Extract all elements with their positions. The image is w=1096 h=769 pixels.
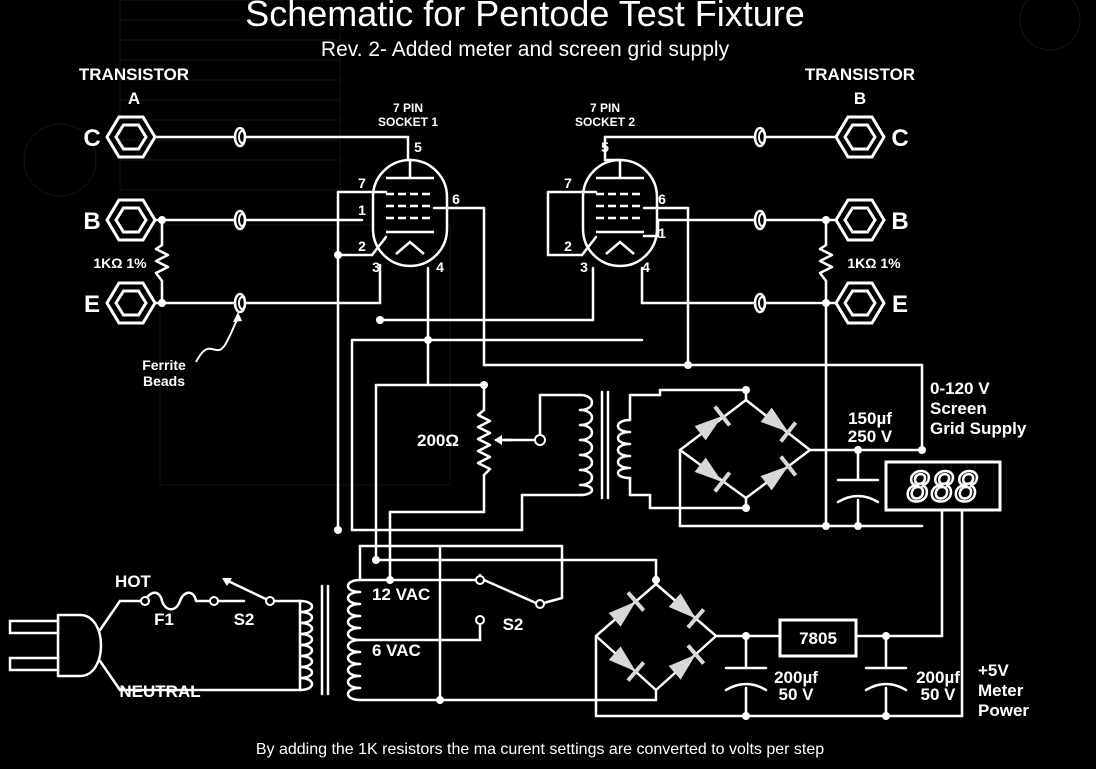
ferrite-bead-b-emitter-icon (753, 292, 767, 314)
fuse-label: F1 (154, 610, 174, 629)
page-subtitle: Rev. 2- Added meter and screen grid supp… (321, 38, 730, 61)
ferrite-arrowhead-icon (233, 312, 242, 322)
meter-power-label-line1: +5V (978, 661, 1009, 680)
terminal-a-e-label: E (84, 291, 100, 318)
neutral-label: NEUTRAL (119, 682, 200, 701)
tube2-pin5-label: 5 (601, 139, 609, 155)
terminal-b-e-label: E (892, 291, 908, 318)
terminal-b-collector-icon (834, 115, 886, 159)
regulator-label: 7805 (799, 629, 837, 648)
cap-200b-label-line2: 50 V (921, 685, 957, 704)
tube1-pin5-label: 5 (414, 139, 422, 155)
wiring (118, 135, 964, 718)
switch-s2-voltage-icon (482, 578, 538, 605)
meter-power-label-line3: Power (978, 701, 1029, 720)
tube1-pin4-label: 4 (436, 259, 444, 275)
potentiometer-200-icon (476, 408, 492, 477)
ferrite-label-line1: Ferrite (142, 357, 186, 373)
terminal-a-collector-icon (105, 115, 157, 159)
page-title: Schematic for Pentode Test Fixture (245, 0, 805, 34)
tap-12vac-label: 12 VAC (372, 585, 430, 604)
resistor-1k-b-label: 1KΩ 1% (847, 255, 901, 271)
screen-supply-label-line2: Screen (930, 399, 987, 418)
resistor-1k-a-label: 1KΩ 1% (93, 255, 147, 271)
power-plug-icon (8, 599, 122, 692)
cap-150-label-line1: 150µf (848, 409, 892, 428)
meter-display: 888 (907, 465, 979, 511)
socket2-label-line2: SOCKET 2 (575, 115, 635, 129)
pot-wiper-arrow-icon (494, 435, 502, 445)
switch2-label: S2 (503, 615, 524, 634)
transformer-screen-icon (578, 390, 632, 500)
terminal-a-emitter-icon (105, 281, 157, 325)
tube2-pin2-label: 2 (564, 238, 572, 254)
regulator-7805 (778, 618, 858, 658)
ferrite-bead-b-base-icon (753, 209, 767, 231)
transistor-b-letter: B (854, 89, 866, 108)
terminal-a-c-label: C (83, 125, 100, 152)
switch-s2-power-icon (224, 578, 272, 603)
panel-meter (884, 460, 1002, 512)
switch1-label: S2 (234, 610, 255, 629)
ferrite-bead-a-emitter-icon (233, 292, 247, 314)
ferrite-bead-a-collector-icon (233, 126, 247, 148)
terminal-b-base-icon (834, 198, 886, 242)
transistor-a-letter: A (128, 89, 140, 108)
socket2-label-line1: 7 PIN (590, 101, 620, 115)
terminal-b-b-label: B (891, 208, 908, 235)
tube1-pin6-label: 6 (452, 191, 460, 207)
tube1-pin2-label: 2 (358, 238, 366, 254)
resistor-1k-b-icon (818, 243, 834, 283)
transistor-a-title: TRANSISTOR (79, 65, 189, 84)
meter-power-label-line2: Meter (978, 681, 1024, 700)
tube2-pin7-label: 7 (564, 175, 572, 191)
tube2-pin3-label: 3 (580, 259, 588, 275)
tube1-pin7-label: 7 (358, 175, 366, 191)
tube1-pin3-label: 3 (372, 259, 380, 275)
cap-150-label-line2: 250 V (848, 427, 893, 446)
cap-200b-label-line1: 200µf (916, 668, 960, 687)
tube2-pin4-label: 4 (642, 259, 650, 275)
cap-200a-label-line1: 200µf (774, 668, 818, 687)
terminal-b-c-label: C (891, 125, 908, 152)
resistor-1k-a-icon (154, 243, 170, 283)
ferrite-bead-b-collector-icon (753, 126, 767, 148)
screen-supply-label-line3: Grid Supply (930, 419, 1027, 438)
tube2-pin6-label: 6 (658, 191, 666, 207)
terminal-a-base-icon (105, 198, 157, 242)
capacitor-200uf-b-icon (864, 666, 908, 692)
fuse-f1-icon (143, 591, 216, 611)
capacitor-150uf-icon (836, 478, 880, 504)
ferrite-label-line2: Beads (143, 373, 185, 389)
capacitor-200uf-a-icon (724, 666, 768, 692)
ferrite-bead-a-base-icon (233, 209, 247, 231)
hot-label: HOT (115, 572, 152, 591)
cap-200a-label-line2: 50 V (779, 685, 815, 704)
caption: By adding the 1K resistors the ma curent… (256, 741, 824, 758)
socket1-label-line1: 7 PIN (393, 101, 423, 115)
terminal-a-b-label: B (83, 208, 100, 235)
screen-supply-label-line1: 0-120 V (930, 379, 990, 398)
bridge-rectifier-meter-icon (594, 582, 718, 692)
bridge-rectifier-screen-icon (678, 398, 812, 500)
socket1-label-line2: SOCKET 1 (378, 115, 438, 129)
pot-terminal-icon (534, 434, 546, 446)
pot-label: 200Ω (417, 431, 459, 450)
ghost-background (23, 0, 1081, 486)
tap-6vac-label: 6 VAC (372, 641, 421, 660)
tube2-pin1-label: 1 (658, 225, 666, 241)
power-transformer-icon (298, 578, 362, 702)
junction-dots (158, 216, 926, 720)
tube1-pin1-label: 1 (358, 202, 366, 218)
terminal-b-emitter-icon (834, 281, 886, 325)
ferrite-arrow-icon (195, 317, 239, 363)
transistor-b-title: TRANSISTOR (805, 65, 915, 84)
